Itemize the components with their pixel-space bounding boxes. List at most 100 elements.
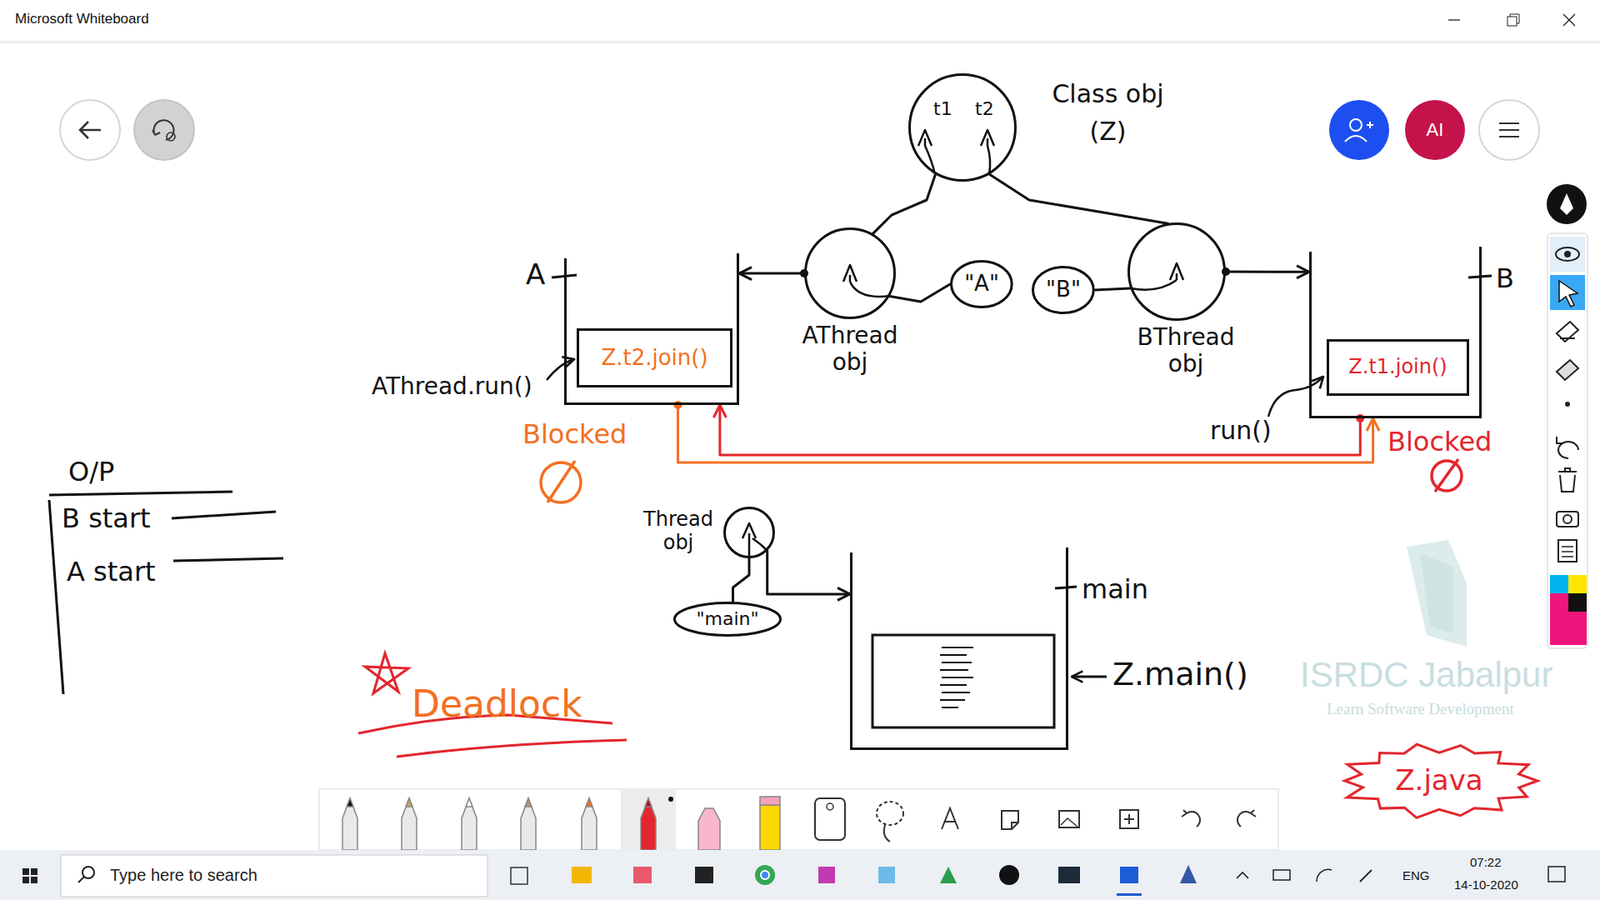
avatar-initials: AI	[1405, 119, 1465, 140]
frame-lines	[940, 647, 974, 708]
active-indicator	[1116, 893, 1142, 896]
star-mark	[365, 653, 409, 694]
app-icon	[878, 866, 895, 884]
lasso-icon	[876, 801, 904, 825]
search-icon	[82, 866, 95, 879]
restore-icon	[1510, 14, 1520, 24]
node-text: Z.t1.join()	[1348, 355, 1447, 380]
pen-tip	[405, 798, 413, 807]
thread-stack-outline	[564, 265, 740, 405]
invite-button	[1329, 100, 1390, 160]
thread-object-circle-outline	[1127, 222, 1226, 321]
pen	[581, 798, 597, 850]
topic-title: Deadlock	[411, 683, 583, 726]
undo-icon	[1556, 436, 1579, 459]
reference-arrow	[843, 265, 857, 282]
thread-stack-outline	[850, 559, 1069, 750]
reference-arrow	[742, 523, 756, 539]
clipboard-icon	[1561, 546, 1574, 557]
taskbar	[0, 850, 1600, 900]
node-text: t2	[975, 98, 995, 120]
minimize-icon	[1448, 19, 1460, 20]
connector	[990, 174, 1169, 224]
pen	[520, 798, 536, 850]
thread-stack: main	[850, 559, 1069, 750]
stack-frame-outline	[578, 330, 732, 387]
thread-object-circle-outline	[725, 508, 775, 558]
pen	[461, 798, 477, 850]
back-button	[60, 100, 120, 160]
wifi-icon	[1316, 869, 1332, 882]
eye-icon	[1555, 247, 1580, 261]
camera-icon	[1556, 511, 1579, 527]
thread-stack-outline	[565, 253, 739, 405]
thread-object-circle: Thread obj	[723, 506, 775, 559]
restore-icon	[1507, 16, 1517, 26]
highlighter	[698, 808, 720, 850]
node-text: Z.t2.join()	[600, 345, 708, 371]
cursor-icon	[1559, 280, 1578, 307]
string-object: "B"	[1031, 265, 1095, 315]
thread-object-circle: AThread obj	[804, 227, 896, 320]
color-swatch	[1550, 575, 1569, 594]
tool-selected	[620, 790, 676, 850]
app-icon	[818, 866, 835, 884]
thread-stack-outline	[851, 547, 1068, 750]
eraser-icon	[1556, 360, 1579, 380]
task-view-icon	[510, 867, 528, 885]
clock-time: 07:22	[1470, 855, 1502, 870]
note-icon	[1001, 810, 1019, 830]
stack-frame: Z.t1.join()	[1326, 339, 1470, 396]
string-object: "main"	[673, 601, 782, 637]
output-line: A start	[66, 556, 156, 588]
window-title: Microsoft Whiteboard	[15, 10, 150, 28]
string-object-outline	[675, 603, 781, 636]
insert-icon	[1120, 810, 1139, 829]
insert-icon	[1124, 814, 1135, 825]
language-indicator: ENG	[1402, 868, 1430, 883]
node-text: A	[525, 258, 545, 291]
leader-arrow	[1071, 675, 1107, 679]
camera-icon	[1563, 515, 1572, 524]
table-heading: O/P	[68, 456, 115, 488]
replay-icon	[152, 120, 175, 140]
node-text: main	[1081, 574, 1149, 605]
trash-icon	[1558, 468, 1577, 492]
leader-arrow	[1268, 376, 1324, 417]
search-icon	[78, 876, 85, 883]
pencil-eraser	[760, 796, 780, 805]
clipboard-icon	[1558, 540, 1577, 562]
pen-tip	[346, 798, 354, 807]
start-icon	[22, 868, 38, 884]
pen-mode-button	[1546, 184, 1587, 225]
replay-icon	[166, 132, 175, 141]
output-table-lines	[49, 491, 284, 695]
node-text: "B"	[1045, 277, 1081, 303]
node-text: "main"	[695, 608, 759, 630]
whiteboard-icon	[1120, 866, 1139, 884]
menu-button	[1479, 100, 1540, 160]
app-icon	[633, 866, 652, 884]
node-text: B	[1495, 263, 1515, 295]
watermark-logo	[1420, 553, 1454, 634]
node-text: Thread obj	[638, 508, 719, 555]
output-line: B start	[61, 503, 151, 535]
thread-object-circle-outline	[805, 229, 895, 319]
stack-frame	[872, 635, 1055, 728]
method-label: run()	[1210, 416, 1272, 446]
lasso-icon	[884, 825, 890, 842]
ruler-icon	[815, 798, 845, 840]
connector	[1225, 270, 1310, 274]
title-bar-shadow	[0, 40, 1600, 44]
tool-highlight	[1550, 236, 1585, 272]
image-icon	[1060, 818, 1078, 827]
string-object-outline	[1033, 267, 1095, 314]
connector	[873, 174, 936, 234]
watermark-logo	[1406, 540, 1467, 647]
class-object-circle-outline	[908, 73, 1017, 182]
reference-wire	[1130, 280, 1177, 290]
connector	[767, 550, 850, 595]
ruler-icon	[826, 803, 834, 810]
pen-tray-icon	[1360, 870, 1372, 882]
